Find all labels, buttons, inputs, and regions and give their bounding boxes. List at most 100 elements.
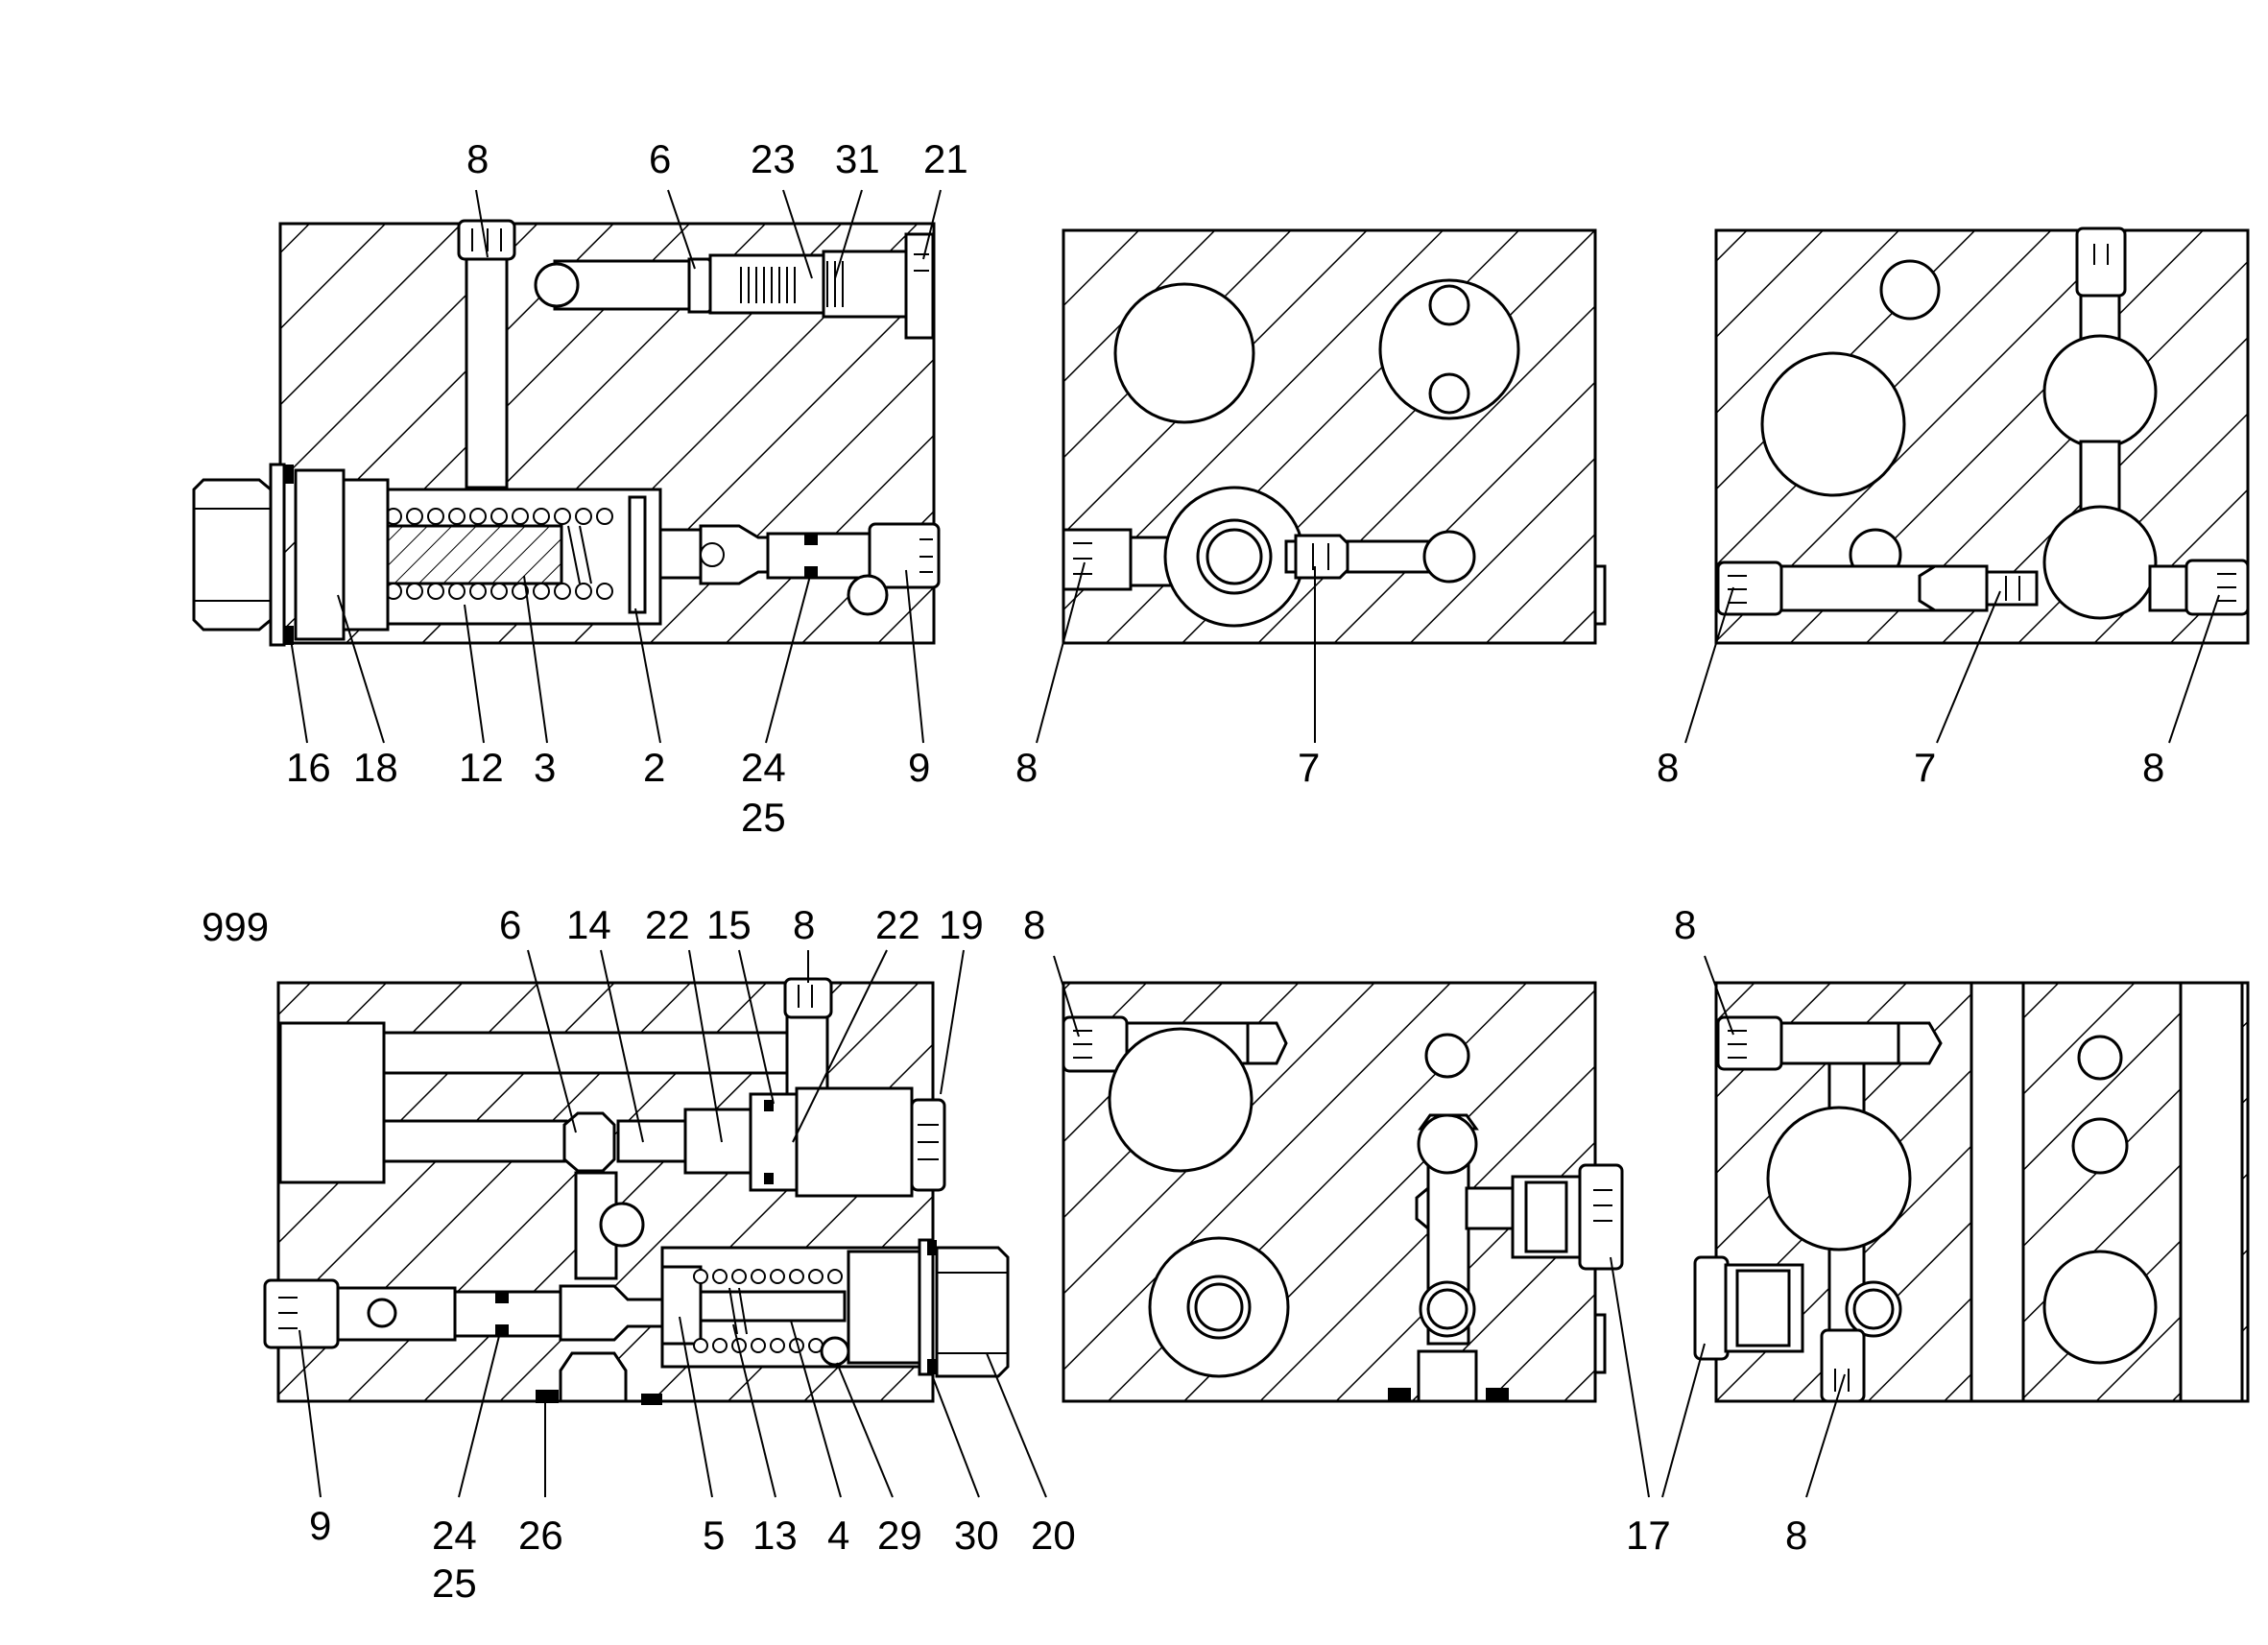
plug-flange-18 <box>294 468 346 641</box>
callout-label: 29 <box>877 1513 922 1558</box>
check-poppet-6 <box>562 1111 616 1173</box>
seat-22 <box>683 1108 754 1175</box>
callout-label: 6 <box>499 902 521 947</box>
callout-label: 14 <box>566 902 611 947</box>
callout-label: 8 <box>466 136 489 181</box>
cap-17 <box>1693 1255 1730 1361</box>
callout-label: 9 <box>908 745 930 790</box>
callout-label: 8 <box>1674 902 1696 947</box>
view-top-right <box>1684 226 2250 744</box>
vertical-passage <box>465 248 509 489</box>
callout-label: 24 <box>741 745 786 790</box>
hex-plug <box>192 478 273 632</box>
cross-drill-lower <box>847 574 889 616</box>
callout-label: 12 <box>459 745 504 790</box>
view-bottom-middle <box>1053 955 1650 1498</box>
callout-label: 18 <box>353 745 398 790</box>
port-circle <box>1378 278 1520 420</box>
valve-body-22 <box>795 1086 914 1198</box>
callout-label: 8 <box>2142 745 2164 790</box>
callout-label: 24 <box>432 1513 477 1558</box>
callouts-bottom-right: 8 8 <box>1674 902 1807 1558</box>
view-bottom-left <box>263 949 1047 1498</box>
callout-label: 30 <box>954 1513 999 1558</box>
callout-label: 4 <box>827 1513 849 1558</box>
o-ring-24 <box>804 534 818 545</box>
plug-8-top <box>2075 226 2127 298</box>
ball-29 <box>820 1336 850 1367</box>
callout-label: 16 <box>286 745 331 790</box>
port-circle <box>1879 259 1941 321</box>
port-circle <box>1760 351 1906 497</box>
seal-30 <box>918 1238 935 1376</box>
plug-9 <box>263 1278 340 1349</box>
spring-23 <box>740 267 796 303</box>
callout-label: 23 <box>751 136 796 181</box>
callout-label: 25 <box>741 795 786 840</box>
callout-label: 8 <box>793 902 815 947</box>
callouts-top-middle: 8 7 <box>1015 745 1320 790</box>
plug-8 <box>1062 528 1133 591</box>
callout-label: 9 <box>309 1503 331 1548</box>
port-circle <box>2042 505 2158 620</box>
callout-label: 2 <box>643 745 665 790</box>
plug-lower <box>559 1351 628 1403</box>
orifice-7 <box>1918 564 1989 612</box>
spring-housing-23 <box>708 253 827 315</box>
callout-label: 26 <box>518 1513 563 1558</box>
view-bottom-right <box>1661 955 2250 1498</box>
plug-8-top <box>1716 1015 1783 1071</box>
orifice-7 <box>1294 534 1349 580</box>
callout-label: 15 <box>706 902 752 947</box>
callouts-bottom-left: 6 14 22 15 8 22 19 9 24 25 26 5 13 4 29 … <box>309 902 1076 1606</box>
callout-label: 19 <box>939 902 984 947</box>
figure-number: 999 <box>202 904 269 949</box>
callout-label: 20 <box>1031 1513 1076 1558</box>
plug-8 <box>1062 1015 1129 1073</box>
callout-label: 13 <box>752 1513 798 1558</box>
cross-drill-hole <box>534 262 580 308</box>
check-body <box>766 532 875 580</box>
cap-19 <box>910 1098 946 1192</box>
cap-17 <box>1578 1163 1624 1271</box>
callouts-bottom-middle: 8 17 <box>1023 902 1671 1558</box>
backup-ring-25 <box>495 1324 509 1336</box>
cap-21 <box>904 232 935 340</box>
o-ring-24 <box>495 1292 509 1303</box>
callout-label: 5 <box>703 1513 725 1558</box>
port-circle <box>2042 334 2158 449</box>
hex-plug-20 <box>935 1246 1010 1378</box>
middle-passage <box>382 1119 568 1163</box>
spring-seat-2 <box>628 495 647 614</box>
spool-4 <box>699 1290 847 1323</box>
plug-18 <box>340 478 390 632</box>
callout-label: 6 <box>649 136 671 181</box>
passage <box>1760 564 1937 612</box>
port-circle <box>1113 282 1255 424</box>
callout-label: 17 <box>1626 1513 1671 1558</box>
callout-label: 21 <box>923 136 968 181</box>
passage-right <box>658 528 703 580</box>
callout-label: 31 <box>835 136 880 181</box>
callout-label: 3 <box>534 745 556 790</box>
callout-label: 25 <box>432 1561 477 1606</box>
slot <box>1970 981 2025 1403</box>
callouts-top-left: 8 6 23 31 21 16 18 12 3 2 24 25 9 <box>286 136 968 840</box>
callout-label: 8 <box>1015 745 1038 790</box>
adjust-screw-31 <box>822 250 908 319</box>
callout-label: 7 <box>1914 745 1936 790</box>
view-top-middle <box>1036 228 1607 744</box>
port-circle <box>1108 1027 1253 1173</box>
callout-label: 8 <box>1657 745 1679 790</box>
port-circle <box>1766 1106 1912 1252</box>
callout-label: 22 <box>645 902 690 947</box>
plug-8 <box>783 977 833 1019</box>
port-recess <box>278 1021 386 1184</box>
plug-8-bottom <box>1820 1328 1866 1403</box>
seal-26 <box>536 1390 559 1403</box>
port-circle <box>2042 1250 2158 1365</box>
callout-label: 8 <box>1023 902 1045 947</box>
callout-label: 7 <box>1298 745 1320 790</box>
slot <box>2179 981 2244 1403</box>
